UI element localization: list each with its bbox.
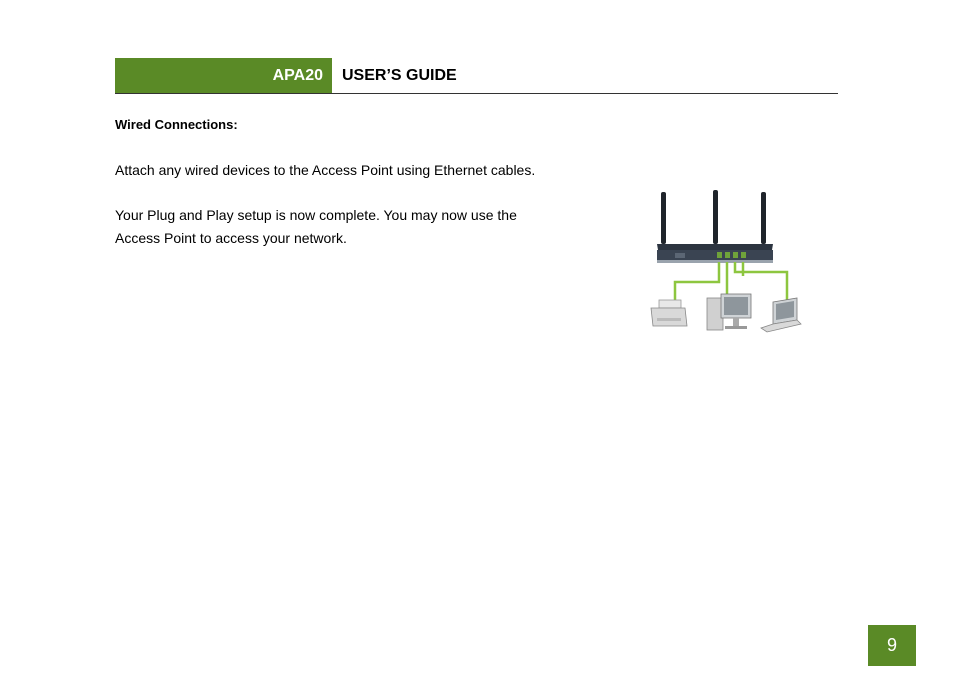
guide-title: USER’S GUIDE xyxy=(342,67,457,84)
page-number: 9 xyxy=(868,625,916,666)
printer-icon xyxy=(650,299,688,327)
model-badge: APA20 xyxy=(115,58,332,93)
laptop-icon xyxy=(760,297,802,333)
wired-connection-diagram xyxy=(645,188,805,338)
instruction-paragraph: Attach any wired devices to the Access P… xyxy=(115,162,536,178)
completion-paragraph: Your Plug and Play setup is now complete… xyxy=(115,207,517,246)
router-icon xyxy=(657,190,773,263)
page-header: APA20 USER’S GUIDE xyxy=(115,58,838,94)
desktop-computer-icon xyxy=(706,293,752,331)
section-heading: Wired Connections: xyxy=(115,117,238,132)
